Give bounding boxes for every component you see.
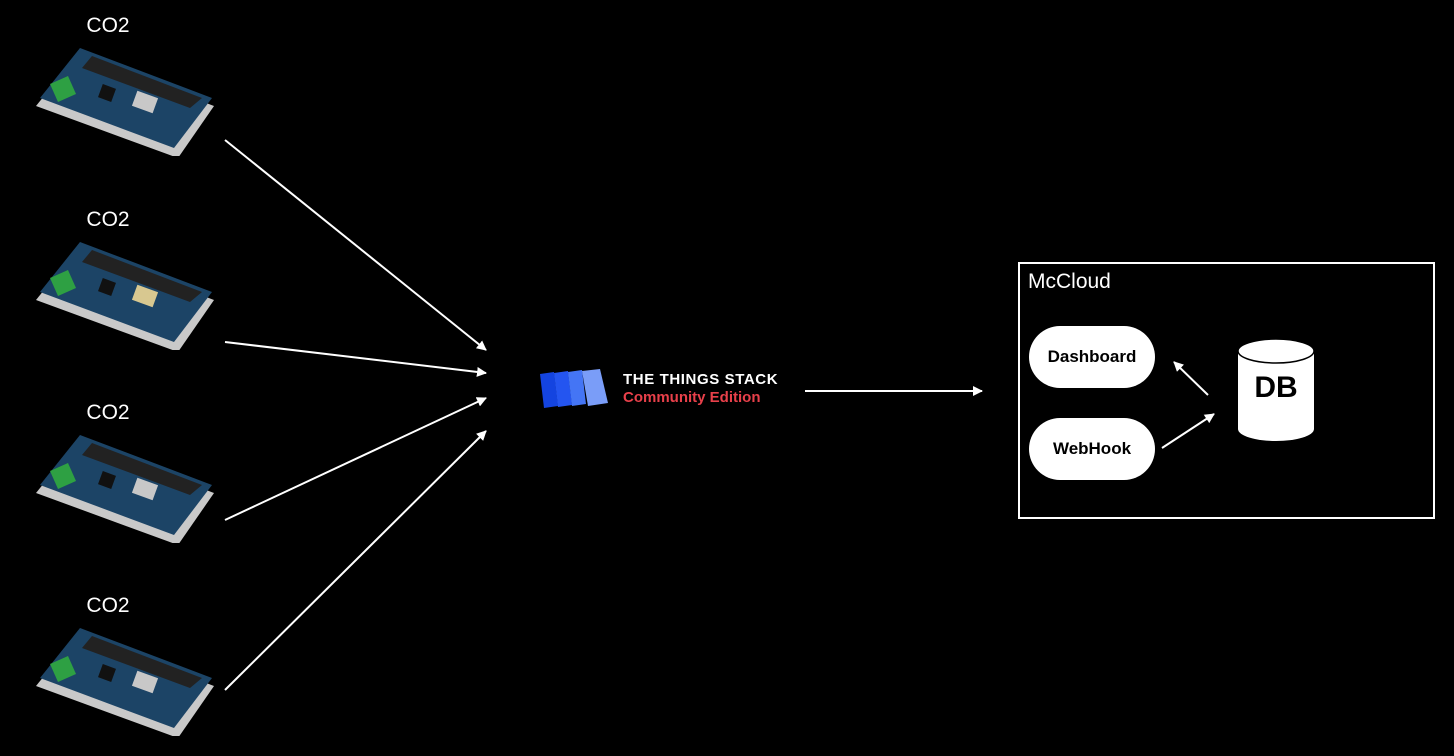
tts-subtitle: Community Edition [623, 389, 761, 406]
mccloud-title: McCloud [1028, 270, 1111, 293]
arduino-board-icon [36, 628, 214, 736]
arrow-webhook-to-db [1161, 413, 1215, 449]
arduino-board-icon [36, 435, 214, 543]
arrow-sensor3-to-tts [224, 397, 487, 521]
the-things-stack-logo: THE THINGS STACK Community Edition [538, 368, 798, 412]
sensor-label: CO2 [86, 594, 130, 617]
arrow-sensor4-to-tts [224, 430, 487, 691]
sensor-label: CO2 [86, 208, 130, 231]
db-label: DB [1254, 371, 1298, 404]
arduino-board-icon [36, 48, 214, 156]
arduino-board-icon [36, 242, 214, 350]
sensor-node-2: CO2 [18, 208, 214, 360]
webhook-node: WebHook [1029, 418, 1155, 480]
sensor-node-4: CO2 [18, 594, 214, 746]
arrow-db-to-dashboard [1173, 361, 1209, 396]
database-cylinder-icon [1237, 338, 1315, 441]
sensor-node-1: CO2 [18, 14, 214, 166]
dashboard-node: Dashboard [1029, 326, 1155, 388]
tts-title: THE THINGS STACK [623, 371, 779, 388]
tts-logo-icon [540, 369, 608, 408]
sensor-node-3: CO2 [18, 401, 214, 553]
mccloud-container: McCloud [1018, 262, 1435, 519]
database-node: DB [1236, 337, 1316, 443]
arrow-sensor2-to-tts [224, 341, 487, 377]
sensor-label: CO2 [86, 401, 130, 424]
sensor-label: CO2 [86, 14, 130, 37]
arrow-sensor1-to-tts [224, 139, 487, 351]
